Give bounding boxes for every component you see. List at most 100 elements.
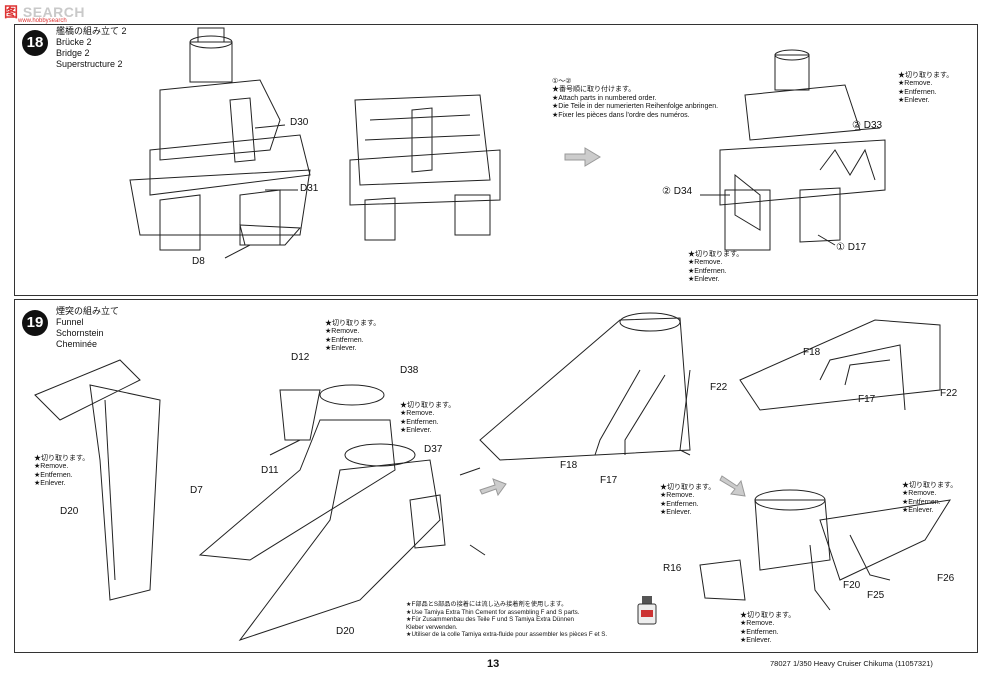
step-19-panel	[14, 299, 978, 653]
step-19-number: 19	[22, 310, 48, 336]
label-r16: R16	[663, 563, 682, 574]
note-line: ★Enlever.	[325, 345, 357, 353]
instruction-line: ★Die Teile in der numerierten Reihenfolg…	[552, 103, 719, 111]
note-line: ★Entfernen.	[688, 267, 727, 275]
remove-note-18b: ★切り取ります。 ★Remove. ★Entfernen. ★Enlever.	[688, 251, 743, 285]
label-d38: D38	[400, 365, 419, 376]
cement-note: ★F部品とS部品の接着には流し込み接着剤を使用します。 ★Use Tamiya …	[406, 601, 607, 639]
bridge-assembly-middle	[349, 94, 501, 241]
step-18-title-fr: Superstructure 2	[56, 59, 123, 69]
step-18-instruction: ①～② ★番号順に取り付けます。 ★Attach parts in number…	[552, 78, 718, 120]
step-18-title-de: Brücke 2	[56, 37, 92, 47]
funnel-assembly-top-right	[739, 319, 941, 411]
note-line: ★切り取ります。	[660, 484, 716, 491]
label-f26: F26	[937, 573, 955, 584]
note-line: ★Enlever.	[34, 480, 66, 488]
note-line: ★Enlever.	[902, 507, 934, 515]
watermark-sub: www.hobbysearch	[18, 18, 67, 24]
instruction-line: ★番号順に取り付けます。	[552, 86, 636, 94]
note-line: ★Remove.	[740, 620, 775, 628]
label-d12: D12	[291, 352, 310, 363]
note-line: ★Entfernen.	[898, 88, 937, 96]
product-code: 78027 1/350 Heavy Cruiser Chikuma (11057…	[770, 659, 933, 668]
instruction-line: ★Attach parts in numbered order.	[552, 94, 657, 102]
funnel-panel-left	[34, 359, 161, 601]
funnel-assembly-bottom-right	[699, 489, 952, 611]
step-18-title-jp: 艦橋の組み立て 2	[56, 26, 127, 36]
bridge-assembly-right	[700, 49, 886, 251]
step-19-title-fr: Cheminée	[56, 339, 98, 349]
remove-note-19-d12: ★切り取ります。 ★Remove. ★Entfernen. ★Enlever.	[325, 320, 380, 354]
remove-note-19-f17: ★切り取ります。 ★Remove. ★Entfernen. ★Enlever.	[660, 484, 715, 518]
note-line: ★切り取ります。	[325, 320, 381, 327]
label-d17: ① D17	[836, 242, 867, 253]
note-line: ★Entfernen.	[902, 498, 941, 506]
step-18-panel	[14, 24, 978, 296]
note-line: ★Für Zusammenbau des Teile F und S Tamiy…	[406, 616, 574, 624]
funnel-assembly-center	[198, 384, 486, 641]
instruction-line: ★Fixer les pièces dans l'ordre des numér…	[552, 111, 690, 119]
bridge-assembly-left	[129, 27, 311, 259]
note-line: ★Enlever.	[660, 509, 692, 517]
label-d37: D37	[424, 444, 443, 455]
note-line: ★切り取ります。	[902, 482, 958, 489]
label-f17-a: F17	[600, 475, 618, 486]
label-f22-b: F22	[940, 388, 958, 399]
note-line: ★Utiliser de la colle Tamiya extra-fluid…	[406, 631, 608, 639]
remove-note-18a: ★切り取ります。 ★Remove. ★Entfernen. ★Enlever.	[898, 72, 953, 106]
step-19-title-jp: 煙突の組み立て	[56, 306, 120, 316]
note-line: ★切り取ります。	[688, 251, 744, 258]
label-d20-left: D20	[60, 506, 79, 517]
label-d31: D31	[300, 183, 319, 194]
note-line: ★切り取ります。	[34, 455, 90, 462]
note-line: ★Enlever.	[740, 637, 772, 645]
note-line: ★Entfernen.	[660, 500, 699, 508]
label-f22-a: F22	[710, 382, 728, 393]
remove-note-19-right: ★切り取ります。 ★Remove. ★Entfernen. ★Enlever.	[902, 482, 957, 516]
note-line: ★Remove.	[400, 410, 435, 418]
remove-note-19-left: ★切り取ります。 ★Remove. ★Entfernen. ★Enlever.	[34, 455, 89, 489]
note-line: ★F部品とS部品の接着には流し込み接着剤を使用します。	[406, 601, 568, 608]
step-19-titles: 煙突の組み立て Funnel Schornstein Cheminée	[56, 306, 119, 350]
note-line: ★Entfernen.	[325, 336, 364, 344]
instruction-line: ①～②	[552, 78, 572, 85]
note-line: ★Entfernen.	[34, 471, 73, 479]
step-18-titles: 艦橋の組み立て 2 Brücke 2 Bridge 2 Superstructu…	[56, 26, 127, 70]
label-f20: F20	[843, 580, 861, 591]
note-line: ★Enlever.	[688, 276, 720, 284]
note-line: ★Entfernen.	[740, 628, 779, 636]
step-19-title-en: Funnel	[56, 317, 84, 327]
label-d7: D7	[190, 485, 203, 496]
label-f25: F25	[867, 590, 885, 601]
label-d30: D30	[290, 117, 309, 128]
note-line: ★Enlever.	[400, 427, 432, 435]
note-line: ★Remove.	[34, 463, 69, 471]
step-18-number: 18	[22, 30, 48, 56]
note-line: ★Enlever.	[898, 97, 930, 105]
note-line: ★Remove.	[902, 490, 937, 498]
label-f17-b: F17	[858, 394, 876, 405]
note-line: ★Use Tamiya Extra Thin Cement for assemb…	[406, 608, 580, 616]
note-line: ★Remove.	[688, 259, 723, 267]
watermark-prefix: 图	[4, 4, 19, 20]
label-d20-center: D20	[336, 626, 355, 637]
label-d33: ② D33	[852, 120, 883, 131]
step-18-title-en: Bridge 2	[56, 48, 90, 58]
label-f18-a: F18	[560, 460, 578, 471]
note-line: ★Entfernen.	[400, 418, 439, 426]
watermark: 图 SEARCH	[4, 2, 85, 22]
page-number: 13	[487, 658, 500, 670]
label-d11: D11	[261, 465, 279, 476]
remove-note-19-bottom: ★切り取ります。 ★Remove. ★Entfernen. ★Enlever.	[740, 612, 795, 646]
note-line: ★Remove.	[325, 328, 360, 336]
note-line: ★切り取ります。	[740, 612, 796, 619]
step-19-title-de: Schornstein	[56, 328, 104, 338]
remove-note-19-d37: ★切り取ります。 ★Remove. ★Entfernen. ★Enlever.	[400, 402, 455, 436]
label-d8: D8	[192, 256, 205, 267]
note-line: ★切り取ります。	[400, 402, 456, 409]
note-line: ★切り取ります。	[898, 72, 954, 79]
label-d34: ② D34	[662, 186, 693, 197]
note-line: ★Remove.	[898, 80, 933, 88]
watermark-suffix: SEARCH	[22, 4, 86, 20]
